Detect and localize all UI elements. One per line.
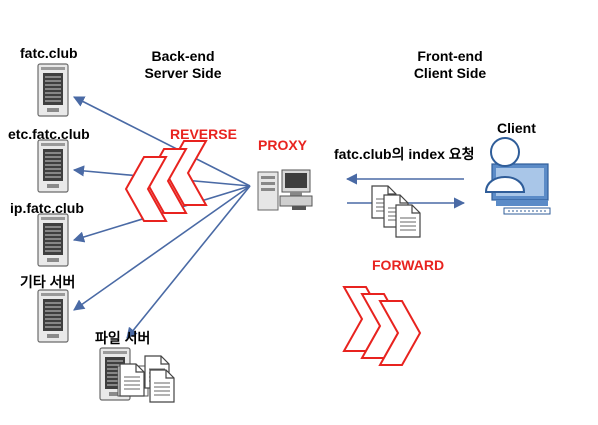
document-stack-icon xyxy=(371,185,421,238)
server-label-ip: ip.fatc.club xyxy=(10,200,84,216)
arrow-to-fatc xyxy=(73,96,251,187)
file-server-icon xyxy=(99,347,175,403)
proxy-to-server-arrows xyxy=(72,96,251,339)
server-icon-etc xyxy=(37,139,69,193)
server-label-file: 파일 서버 xyxy=(95,330,151,346)
backend-heading: Back-end Server Side xyxy=(128,48,238,82)
reverse-label: REVERSE xyxy=(170,126,237,142)
forward-label: FORWARD xyxy=(372,257,445,273)
backend-heading-line2: Server Side xyxy=(144,65,222,81)
proxy-computer-icon xyxy=(257,169,313,211)
server-icon-ip xyxy=(37,213,69,267)
server-label-other: 기타 서버 xyxy=(20,274,76,290)
server-icon-fatc xyxy=(37,63,69,117)
arrow-to-file-server xyxy=(126,185,251,339)
frontend-heading-line2: Client Side xyxy=(413,65,487,81)
arrow-to-other xyxy=(73,185,251,311)
frontend-heading-line1: Front-end xyxy=(417,48,483,64)
proxy-label: PROXY xyxy=(258,137,308,153)
frontend-heading: Front-end Client Side xyxy=(395,48,505,82)
server-label-etc: etc.fatc.club xyxy=(8,126,90,142)
server-label-fatc: fatc.club xyxy=(20,45,78,61)
client-user-icon xyxy=(484,137,551,215)
forward-arrow-icon xyxy=(343,286,421,366)
client-label: Client xyxy=(497,120,536,136)
backend-heading-line1: Back-end xyxy=(151,48,215,64)
request-label: fatc.club의 index 요청 xyxy=(334,146,475,162)
server-icon-other xyxy=(37,289,69,343)
